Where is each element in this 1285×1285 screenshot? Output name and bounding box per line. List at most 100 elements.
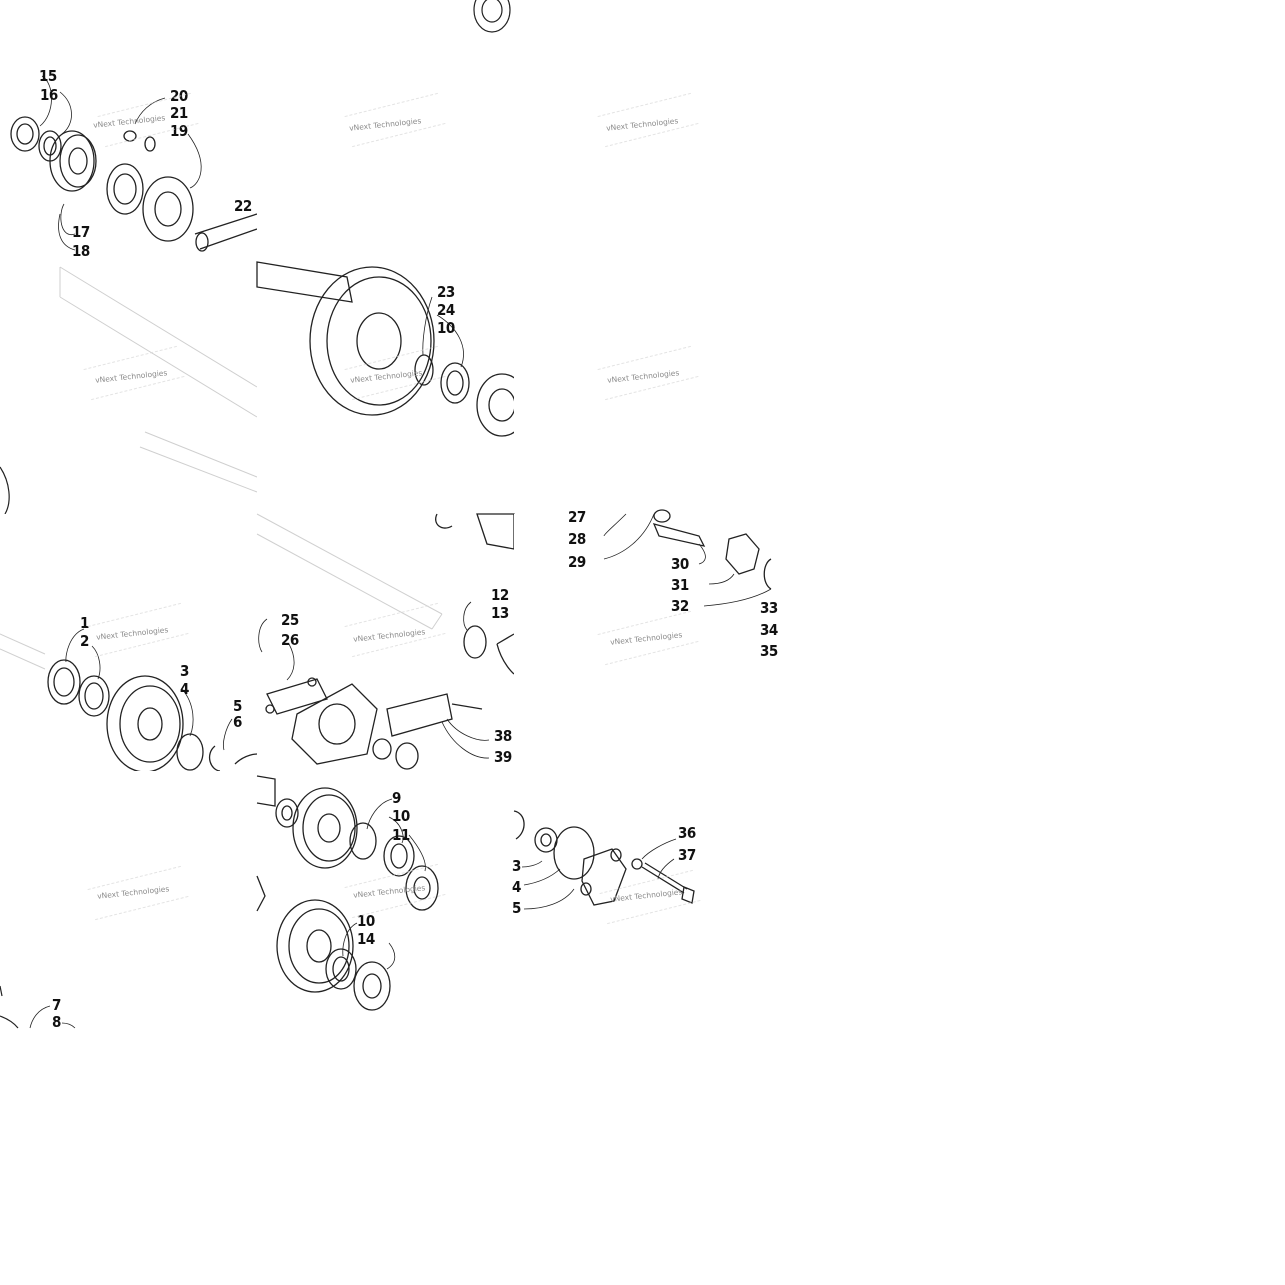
callout-22: 22 <box>234 197 252 215</box>
callout-19: 19 <box>170 122 188 140</box>
callout-5: 5 <box>512 899 521 917</box>
callout-2: 2 <box>80 632 89 650</box>
diagram-tile-r3-c0: 1 2 3 4 5 6 vNext Technologies <box>0 514 258 773</box>
tile-art <box>10 75 258 365</box>
callout-38: 38 <box>494 727 512 745</box>
washer <box>275 798 299 828</box>
callout-23: 23 <box>437 283 455 301</box>
callout-1: 1 <box>80 614 89 632</box>
callout-6: 6 <box>233 713 242 731</box>
diagram-tile-r3-c2: 27 28 29 30 31 32 33 34 35 vNext Technol… <box>514 509 778 771</box>
callout-31: 31 <box>671 576 689 594</box>
diagram-tile-r4-c1: 9 10 11 10 14 vNext Technologies <box>256 771 514 1028</box>
callout-32: 32 <box>671 597 689 615</box>
callout-18: 18 <box>72 242 90 260</box>
diagram-tile-r3-c1: 25 26 12 13 38 39 vNext Technologies <box>256 513 515 771</box>
plug <box>123 130 137 142</box>
callout-35: 35 <box>760 642 778 660</box>
shaft-section <box>256 261 353 303</box>
callout-26: 26 <box>281 631 299 649</box>
washer <box>325 948 357 990</box>
output-gear <box>276 899 354 993</box>
callout-17: 17 <box>72 223 90 241</box>
callout-28: 28 <box>568 530 586 548</box>
ghost-shaft <box>0 633 46 670</box>
bushing <box>78 675 110 717</box>
callout-5: 5 <box>233 697 242 715</box>
callout-10: 10 <box>357 912 375 930</box>
callout-15: 15 <box>39 67 57 85</box>
o-ring <box>553 826 595 880</box>
callout-4: 4 <box>180 680 189 698</box>
seal-ring <box>10 116 40 152</box>
shaft-end <box>194 213 258 250</box>
cap-bolt <box>641 862 688 894</box>
tile-art <box>603 509 772 607</box>
tile-art <box>513 810 695 910</box>
callout-29: 29 <box>568 553 586 571</box>
callout-21: 21 <box>170 104 188 122</box>
callout-10: 10 <box>392 807 410 825</box>
bearing-cap <box>581 848 627 906</box>
callout-20: 20 <box>170 87 188 105</box>
callout-25: 25 <box>281 611 299 629</box>
washer <box>395 742 419 770</box>
part-edge <box>0 1015 19 1029</box>
tile-art <box>473 0 511 33</box>
tile-art <box>256 513 515 770</box>
drive-gear <box>49 130 95 192</box>
callout-3: 3 <box>512 857 521 875</box>
driven-gear <box>292 787 358 869</box>
gasket <box>266 678 328 715</box>
washer-small <box>631 858 643 870</box>
callout-30: 30 <box>671 555 689 573</box>
large-gear <box>309 266 435 416</box>
diagram-tile-r2-c0: vNext Technologies <box>0 257 258 515</box>
callout-8: 8 <box>52 1013 61 1031</box>
seal-ring <box>47 659 81 705</box>
tile-art <box>0 628 258 773</box>
needle-bearing <box>349 822 377 860</box>
diagram-tile-r2-c2: vNext Technologies <box>514 257 771 514</box>
callout-7: 7 <box>52 996 61 1014</box>
shift-shaft <box>652 523 706 547</box>
callout-37: 37 <box>678 846 696 864</box>
callout-33: 33 <box>760 599 778 617</box>
ball-bearing <box>142 176 194 242</box>
washer <box>383 835 415 877</box>
callout-4: 4 <box>512 878 521 896</box>
callout-11: 11 <box>392 826 410 844</box>
callout-9: 9 <box>392 789 401 807</box>
washer <box>176 733 204 771</box>
reverse-gear <box>106 675 184 773</box>
callout-12: 12 <box>491 586 509 604</box>
ball-bearing <box>405 865 439 911</box>
tile-art <box>0 266 258 515</box>
ghost-shaft <box>59 266 258 418</box>
part-edge <box>256 775 276 807</box>
seal <box>463 625 487 659</box>
washer <box>440 362 470 404</box>
callout-13: 13 <box>491 604 509 622</box>
ball-bearing <box>353 961 391 1011</box>
tile-art <box>256 775 439 1011</box>
callout-36: 36 <box>678 824 696 842</box>
housing-partial <box>476 513 515 550</box>
shift-star <box>725 533 760 575</box>
tile-art <box>256 261 528 437</box>
diagram-tile-r2-c1: 23 24 10 vNext Technologies <box>256 257 528 514</box>
o-ring <box>414 354 434 386</box>
callout-39: 39 <box>494 748 512 766</box>
washer-partial <box>513 810 525 840</box>
callout-10: 10 <box>437 319 455 337</box>
callout-34: 34 <box>760 621 778 639</box>
o-ring <box>372 738 392 760</box>
thrust-washer <box>106 163 144 215</box>
diagram-tile-r4-c2: 3 4 5 36 37 vNext Technologies <box>512 771 771 1028</box>
shift-fork-partial <box>496 633 515 675</box>
callout-27: 27 <box>568 508 586 526</box>
sensor <box>386 693 453 737</box>
gear-case <box>291 683 378 765</box>
callout-3: 3 <box>180 662 189 680</box>
